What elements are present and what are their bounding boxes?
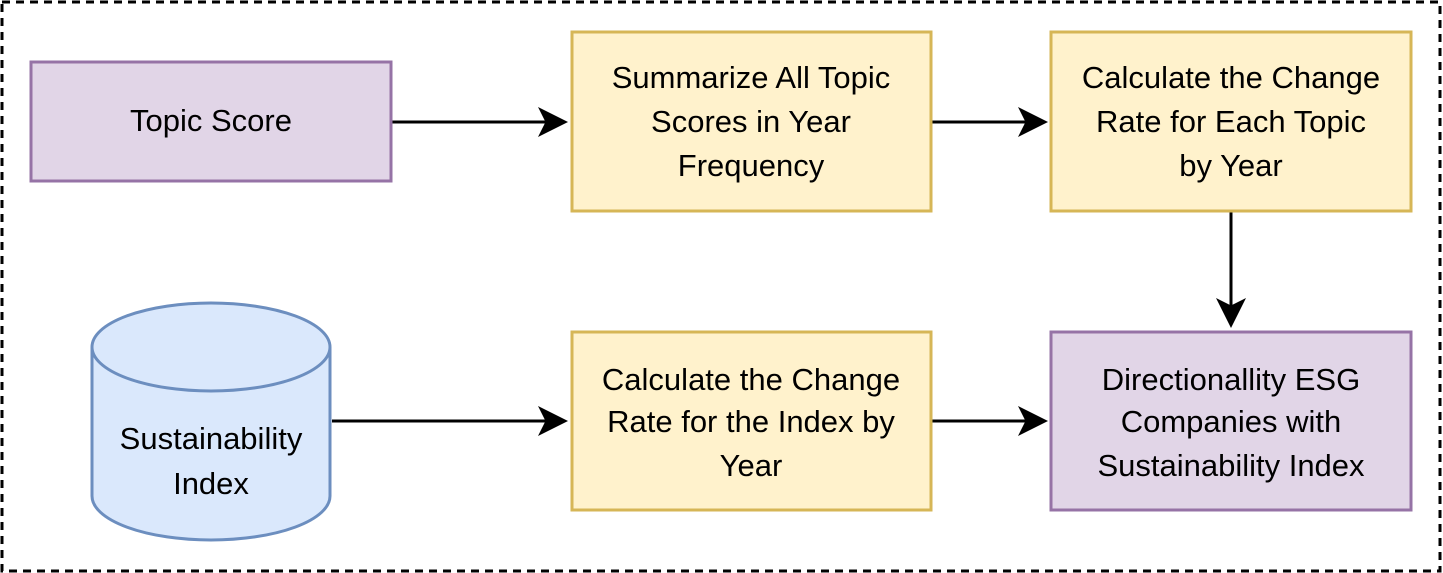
node-change-rate-index-line-1: Calculate the Change — [602, 362, 900, 397]
node-change-rate-topic: Calculate the Change Rate for Each Topic… — [1049, 30, 1413, 213]
node-directionality-line-1: Directionallity ESG — [1102, 362, 1360, 397]
node-sustainability-index-line-1: Sustainability — [120, 421, 303, 456]
node-sustainability-index-top — [90, 301, 332, 393]
node-change-rate-topic-line-3: by Year — [1179, 148, 1282, 183]
node-change-rate-index: Calculate the Change Rate for the Index … — [570, 330, 933, 512]
node-directionality-line-2: Companies with — [1121, 404, 1342, 439]
node-change-rate-topic-line-2: Rate for Each Topic — [1096, 104, 1366, 139]
node-change-rate-topic-line-1: Calculate the Change — [1082, 60, 1380, 95]
node-summarize-line-3: Frequency — [678, 148, 825, 183]
node-directionality: Directionallity ESG Companies with Susta… — [1049, 330, 1413, 512]
node-sustainability-index-line-2: Index — [173, 466, 249, 501]
node-topic-score-label: Topic Score — [130, 103, 292, 138]
node-change-rate-index-line-2: Rate for the Index by — [607, 404, 895, 439]
node-summarize-line-1: Summarize All Topic — [612, 60, 891, 95]
node-directionality-box — [1049, 330, 1413, 512]
node-change-rate-topic-box — [1049, 30, 1413, 213]
node-sustainability-index-body — [90, 347, 332, 542]
node-change-rate-index-box — [570, 330, 933, 512]
node-change-rate-index-line-3: Year — [720, 448, 783, 483]
node-summarize-box — [570, 30, 933, 213]
node-directionality-line-3: Sustainability Index — [1097, 448, 1365, 483]
node-sustainability-index: Sustainability Index — [90, 301, 332, 542]
node-summarize: Summarize All Topic Scores in Year Frequ… — [570, 30, 933, 213]
edges — [332, 107, 1246, 436]
node-topic-score-box — [29, 60, 393, 183]
node-topic-score: Topic Score — [29, 60, 393, 183]
node-summarize-line-2: Scores in Year — [651, 104, 851, 139]
